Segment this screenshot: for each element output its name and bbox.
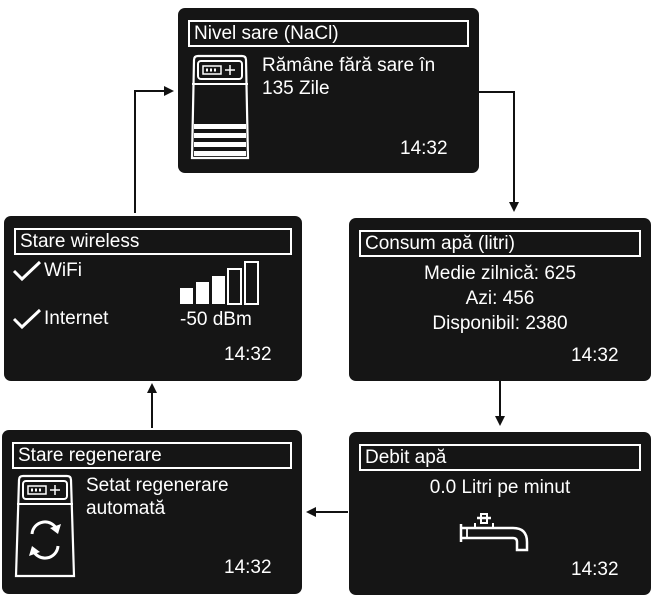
wireless-status-title: Stare wireless (14, 228, 292, 255)
arrow-salt-to-water (479, 91, 519, 212)
water-flow-title: Debit apă (359, 444, 641, 471)
flow-rate-text: 0.0 Litri pe minut (429, 477, 571, 498)
wireless-status-screen: Stare wireless WiFi Internet -50 dBm 14:… (4, 216, 302, 381)
salt-days-text: 135 Zile (262, 78, 330, 99)
water-consumption-title: Consum apă (litri) (359, 230, 641, 257)
salt-level-screen: Nivel sare (NaCl) Rămâne fără sare în 13… (178, 8, 479, 173)
regeneration-setting-line2: automată (86, 498, 166, 519)
wireless-time: 14:32 (224, 344, 272, 365)
today-text: Azi: 456 (465, 288, 535, 309)
flow-time: 14:32 (571, 559, 619, 580)
wifi-label: WiFi (44, 260, 82, 281)
water-consumption-screen: Consum apă (litri) Medie zilnică: 625 Az… (349, 218, 651, 381)
water-time: 14:32 (571, 345, 619, 366)
salt-level-title: Nivel sare (NaCl) (188, 20, 469, 47)
salt-remaining-text: Rămâne fără sare în (262, 55, 436, 76)
check-icon-internet (12, 308, 42, 330)
regeneration-setting-line1: Setat regenerare (86, 475, 229, 496)
regeneration-status-screen: Stare regenerare Setat regenerare automa… (2, 430, 302, 594)
arrow-wireless-to-salt (134, 86, 174, 213)
check-icon-wifi (12, 260, 42, 282)
salt-time: 14:32 (400, 138, 448, 159)
regen-time: 14:32 (224, 557, 272, 578)
softener-device-icon (190, 54, 250, 160)
regeneration-device-icon (14, 474, 76, 578)
regeneration-status-title: Stare regenerare (12, 442, 292, 469)
signal-strength-value: -50 dBm (180, 309, 252, 330)
signal-strength-icon (180, 261, 259, 305)
daily-average-text: Medie zilnică: 625 (423, 263, 577, 284)
internet-label: Internet (44, 308, 109, 329)
faucet-icon (459, 513, 529, 552)
water-flow-screen: Debit apă 0.0 Litri pe minut 14:32 (349, 432, 651, 595)
available-text: Disponibil: 2380 (432, 313, 568, 334)
